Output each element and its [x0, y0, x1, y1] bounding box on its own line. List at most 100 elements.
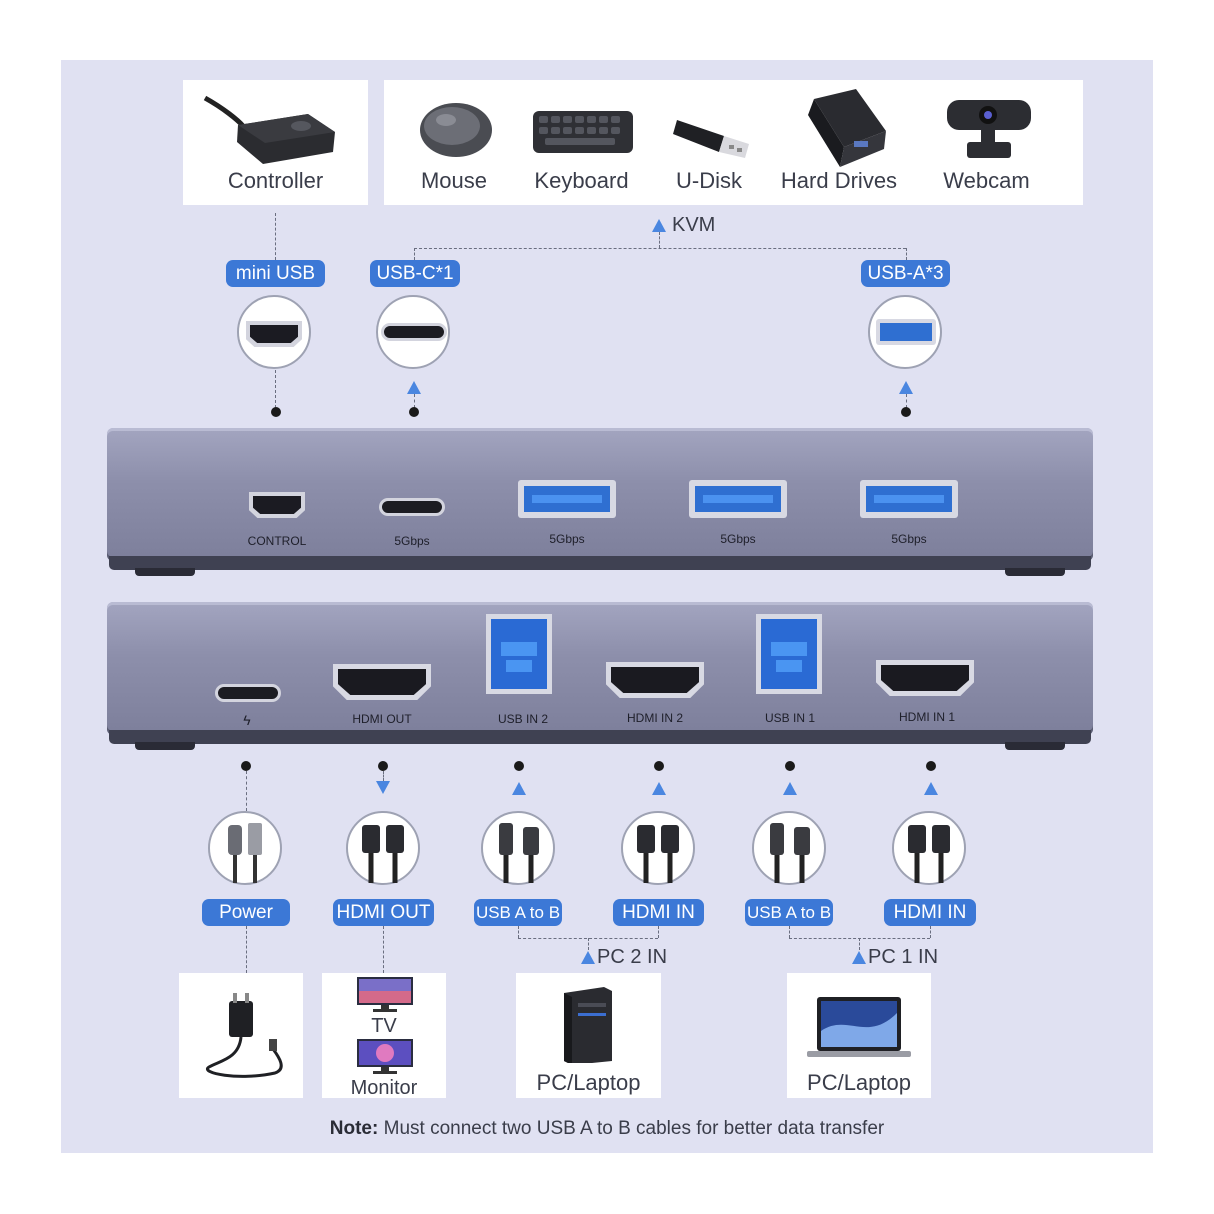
- pc2-card: PC/Laptop: [516, 973, 661, 1098]
- kvm-label: KVM: [672, 214, 716, 236]
- tv-label: TV: [371, 1015, 397, 1037]
- hdmi-in-1-cable-circle: [892, 811, 966, 885]
- usb-a-dot: [901, 407, 911, 417]
- usb-a-to-b-2-pill: USB A to B: [474, 899, 562, 926]
- pc1-hdmi-line: [930, 926, 931, 938]
- usb-in-2-dot: [514, 761, 524, 771]
- webcam-label: Webcam: [943, 168, 1030, 193]
- kvm-arrow-icon: [652, 219, 666, 232]
- hdmi-out-dot: [378, 761, 388, 771]
- note-body: Must connect two USB A to B cables for b…: [378, 1118, 885, 1139]
- hdmi-in-1-pill: HDMI IN: [884, 899, 976, 926]
- front-usb-a-2-speed: 5Gbps: [720, 532, 756, 546]
- front-usb-a-port-3: [860, 480, 958, 518]
- usb-c-port-circle: [376, 295, 450, 369]
- mouse-image: [420, 103, 492, 157]
- hdmi-in-1-dot: [926, 761, 936, 771]
- usb-c-cable-icon: [228, 823, 262, 883]
- usb-a-arrow-icon: [899, 381, 913, 394]
- usb-in-1-port: [756, 614, 822, 694]
- pc2-hdmi-line: [658, 926, 659, 938]
- pc1-usb-line: [789, 926, 790, 938]
- pc-tower-image: [564, 987, 612, 1065]
- hdmi-out-arrow-icon: [376, 781, 390, 794]
- kvm-line-horizontal: [414, 248, 906, 249]
- mini-usb-dot: [271, 407, 281, 417]
- udisk-image: [673, 120, 749, 158]
- hdmi-in-1-port-label: HDMI IN 1: [898, 710, 956, 724]
- usb-a-icon: [876, 319, 936, 345]
- usb-a-to-b-1-pill: USB A to B: [745, 899, 833, 926]
- pc1-arrow-icon: [852, 951, 866, 964]
- hdmi-in-1-port: [876, 660, 974, 696]
- note-prefix: Note:: [329, 1118, 379, 1139]
- hdmi-cable-icon: [908, 825, 950, 883]
- usb-ab-cable-icon: [499, 823, 539, 883]
- usb-a-to-b-1-cable-circle: [752, 811, 826, 885]
- kvm-peripherals-card: Mouse Keyboard U-Disk Hard Drives Webcam: [384, 80, 1083, 205]
- power-adapter-card: [179, 973, 303, 1098]
- monitor-label: Monitor: [350, 1077, 418, 1099]
- hdmi-in-2-dot: [654, 761, 664, 771]
- pc2-arrow-icon: [581, 951, 595, 964]
- controller-line: [275, 213, 276, 260]
- keyboard-image: [533, 111, 633, 153]
- control-port-label: CONTROL: [247, 534, 307, 548]
- power-pill: Power: [202, 899, 290, 926]
- laptop-image: [807, 997, 911, 1057]
- controller-label: Controller: [227, 168, 324, 193]
- front-usb-c-port: [379, 498, 445, 516]
- front-usb-a-1-speed: 5Gbps: [549, 532, 585, 546]
- tv-image: [357, 977, 413, 1012]
- usb-c-dot: [409, 407, 419, 417]
- hdmi-in-1-arrow-icon: [924, 782, 938, 795]
- power-usb-c-port: [215, 684, 281, 702]
- mini-usb-pill: mini USB: [226, 260, 325, 287]
- usb-c-pill: USB-C*1: [370, 260, 460, 287]
- kvm-line-right: [906, 248, 907, 260]
- hdmi-out-port: [333, 664, 431, 700]
- mini-usb-line: [275, 370, 276, 408]
- pc2-usb-line: [518, 926, 519, 938]
- kvm-rear-panel: ϟ HDMI OUT USB IN 2 HDMI IN 2 USB IN 1 H…: [107, 602, 1093, 750]
- webcam-image: [947, 100, 1031, 158]
- controller-card: Controller: [183, 80, 368, 205]
- pc2-label: PC/Laptop: [536, 1070, 641, 1095]
- pc2-line-down: [588, 938, 589, 950]
- usb-a-port-circle: [868, 295, 942, 369]
- pc1-card: PC/Laptop: [787, 973, 931, 1098]
- hdmi-in-2-arrow-icon: [652, 782, 666, 795]
- kvm-front-panel: CONTROL 5Gbps 5Gbps 5Gbps 5Gbps: [107, 428, 1093, 576]
- power-symbol-icon: ϟ: [243, 712, 251, 728]
- front-usb-a-port-2: [689, 480, 787, 518]
- mini-usb-port-circle: [237, 295, 311, 369]
- pc1-line-down: [859, 938, 860, 950]
- front-usb-a-port-1: [518, 480, 616, 518]
- keyboard-label: Keyboard: [534, 168, 629, 193]
- hdmi-in-2-port: [606, 662, 704, 698]
- usb-in-1-arrow-icon: [783, 782, 797, 795]
- power-line: [246, 771, 247, 811]
- usb-in-2-port-label: USB IN 2: [497, 712, 549, 726]
- hdmi-cable-icon: [362, 825, 404, 883]
- hard-drives-image: [808, 89, 886, 167]
- front-usb-a-3-speed: 5Gbps: [891, 532, 927, 546]
- note-text: Note: Must connect two USB A to B cables…: [0, 1118, 1214, 1140]
- usb-c-line: [414, 394, 415, 408]
- usb-in-1-dot: [785, 761, 795, 771]
- kvm-line-left: [414, 248, 415, 260]
- usb-a-pill: USB-A*3: [861, 260, 950, 287]
- usb-in-2-port: [486, 614, 552, 694]
- usb-in-2-arrow-icon: [512, 782, 526, 795]
- kvm-line-vertical: [659, 232, 660, 248]
- controller-image: [203, 95, 335, 164]
- hdmi-in-2-pill: HDMI IN: [613, 899, 704, 926]
- hdmi-out-cable-circle: [346, 811, 420, 885]
- usb-in-1-port-label: USB IN 1: [764, 711, 816, 725]
- front-usb-c-speed: 5Gbps: [394, 534, 430, 548]
- hdmi-out-port-label: HDMI OUT: [352, 712, 412, 726]
- control-port: [249, 492, 305, 518]
- power-dot: [241, 761, 251, 771]
- hard-drives-label: Hard Drives: [780, 168, 898, 193]
- hdmi-in-2-port-label: HDMI IN 2: [626, 711, 684, 725]
